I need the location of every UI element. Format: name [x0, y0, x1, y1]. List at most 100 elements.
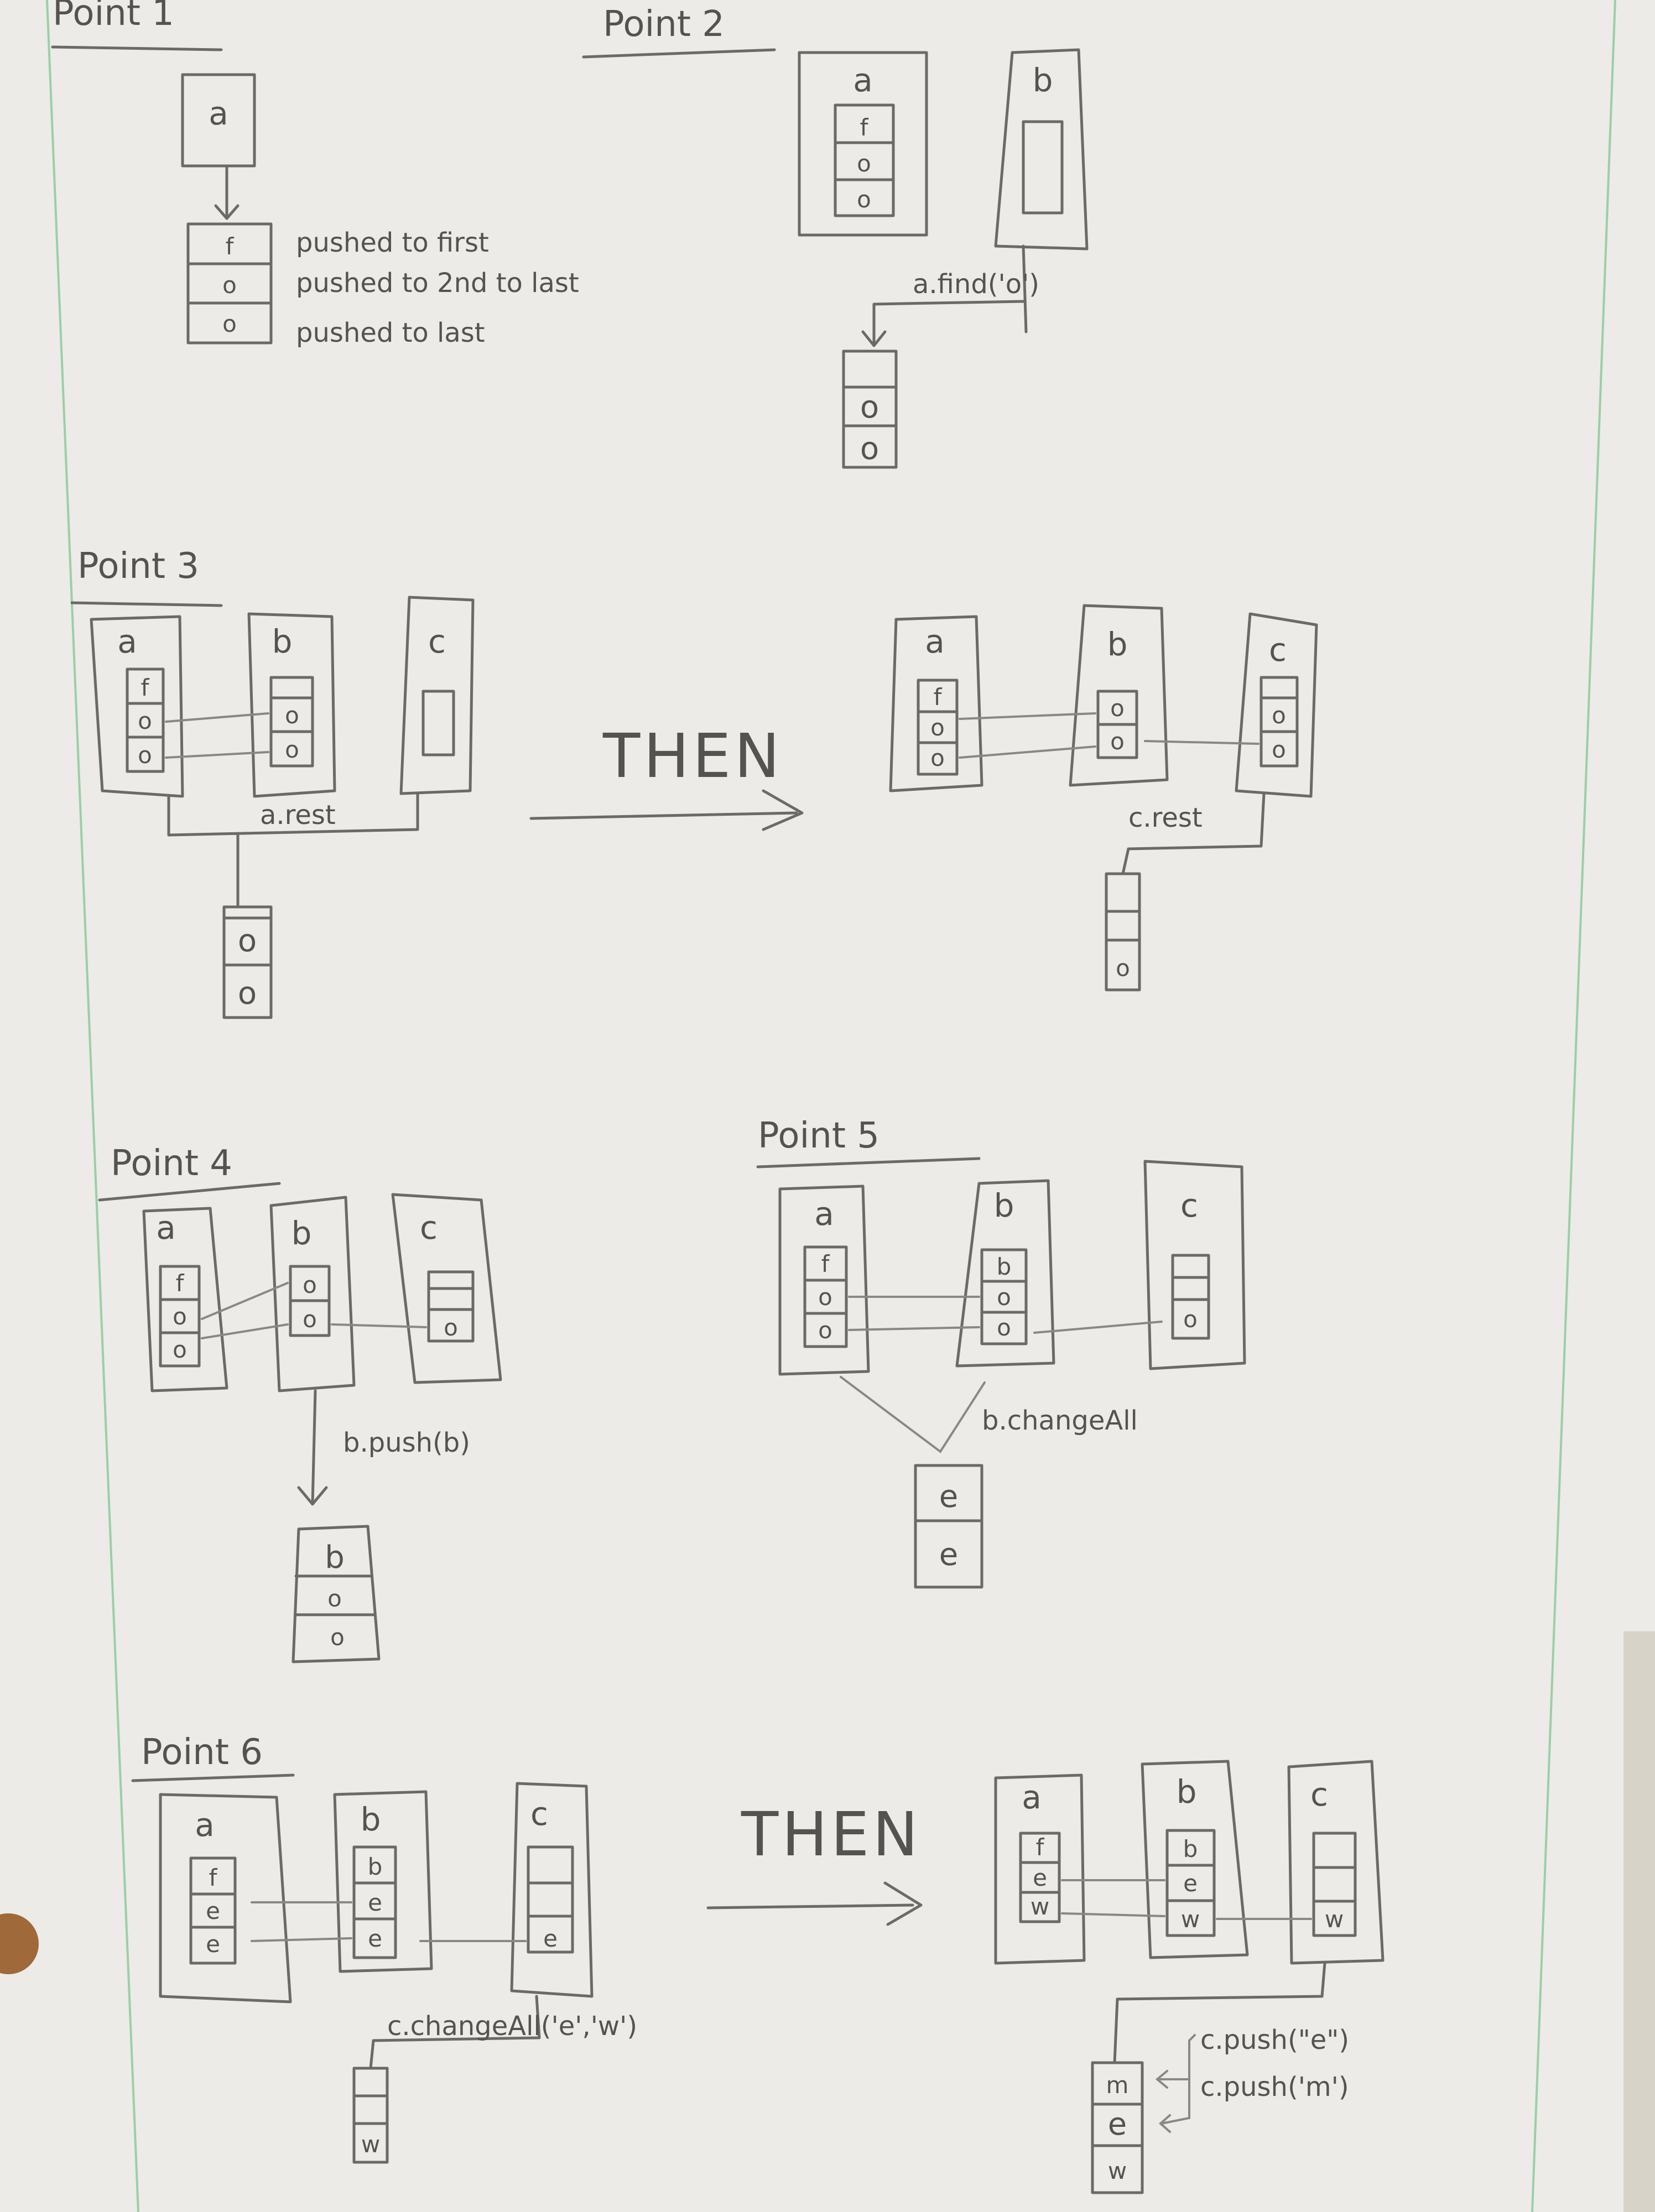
- array-box: [1312, 1832, 1357, 1937]
- reference-arrow: [1144, 740, 1260, 745]
- cell-value: b: [997, 1253, 1012, 1280]
- object-a-box: [181, 73, 256, 168]
- cell-value: o: [173, 1303, 187, 1330]
- annotation: pushed to first: [296, 227, 489, 258]
- point-3-underline: [70, 601, 223, 607]
- object-c-box: [399, 596, 475, 795]
- call-label: b.push(b): [343, 1427, 470, 1458]
- cell-value: o: [303, 1306, 317, 1333]
- reference-arrow: [201, 1323, 289, 1339]
- object-c-box: [1143, 1160, 1246, 1370]
- call-label: b.changeAll: [982, 1405, 1138, 1436]
- cell-value: o: [238, 923, 257, 959]
- reference-arrow: [201, 1282, 289, 1320]
- point-4-section: Point 4 a f o o b o o c o b.push(b) b o …: [98, 1143, 502, 1663]
- cell-value: e: [368, 1925, 382, 1952]
- call-label: c.changeAll('e','w'): [387, 2011, 637, 2042]
- cell-value: f: [209, 1864, 218, 1891]
- arrow-head: [214, 204, 240, 220]
- cell-value: o: [997, 1314, 1011, 1341]
- call-connector: [872, 244, 1028, 347]
- call-label: a.rest: [260, 800, 336, 831]
- annotation: pushed to 2nd to last: [296, 268, 579, 299]
- object-b-label: b: [292, 1214, 312, 1252]
- cell-value: o: [285, 702, 299, 729]
- reference-arrow: [1033, 1321, 1163, 1334]
- cell-value: o: [238, 975, 257, 1011]
- cell-value: e: [1183, 1870, 1198, 1897]
- result-array-box: [1091, 2061, 1144, 2194]
- then-label: THEN: [602, 721, 783, 791]
- arrow-head: [861, 330, 887, 347]
- object-a-box: [90, 615, 184, 798]
- object-c-box: [510, 1782, 594, 1998]
- array-box: [352, 1845, 397, 1959]
- object-c-label: c: [530, 1795, 548, 1833]
- object-b-label: b: [1177, 1773, 1197, 1811]
- point-4-underline: [98, 1182, 281, 1202]
- reference-arrow: [165, 751, 269, 759]
- result-array-box: [352, 2067, 389, 2164]
- then-label: THEN: [741, 1799, 922, 1870]
- cell-value: o: [1272, 736, 1286, 763]
- cell-value: o: [997, 1284, 1011, 1311]
- object-c-label: c: [1310, 1776, 1328, 1813]
- cell-value: o: [818, 1317, 832, 1344]
- object-a-label: a: [117, 623, 137, 660]
- cell-value: w: [361, 2131, 380, 2158]
- cell-value: f: [141, 674, 150, 701]
- cell-value: o: [1116, 954, 1130, 982]
- array-box: [917, 679, 959, 776]
- cell-value: e: [1108, 2106, 1127, 2142]
- cell-value: e: [368, 1889, 382, 1916]
- point-4-title: Point 4: [111, 1143, 232, 1184]
- push-brace-arrows: [1155, 2034, 1196, 2133]
- reference-arrow: [165, 712, 269, 723]
- array-box: [427, 1270, 475, 1343]
- point-5-section: Point 5 a f o o b b o o c o b.changeAll …: [756, 1115, 1246, 1589]
- point-2-underline: [582, 48, 776, 59]
- cell-value: w: [1108, 2157, 1127, 2184]
- object-a-label: a: [853, 61, 873, 99]
- object-b-box: [1069, 604, 1169, 787]
- object-c-label: c: [428, 623, 446, 660]
- point-6-title: Point 6: [141, 1732, 263, 1773]
- cell-value: o: [138, 742, 152, 769]
- cell-value: o: [222, 310, 237, 337]
- object-c-box: [1287, 1760, 1385, 1965]
- call-label: c.rest: [1128, 802, 1203, 833]
- cell-value: o: [860, 389, 879, 425]
- result-array-box: [842, 349, 898, 469]
- object-a-box: [889, 615, 983, 792]
- reference-arrow: [251, 1937, 352, 1942]
- array-box: [126, 667, 165, 773]
- object-b-label: b: [272, 623, 293, 660]
- call-connector: [167, 792, 419, 909]
- cell-value: e: [1033, 1864, 1047, 1891]
- point-6-section: Point 6 a f e e b b e e c e c.changeAll(…: [131, 1732, 1385, 2194]
- annotation: pushed to last: [296, 317, 485, 348]
- cell-value: o: [857, 150, 871, 177]
- cell-value: o: [330, 1624, 345, 1651]
- cell-value: b: [368, 1853, 383, 1880]
- object-a-label: a: [195, 1806, 215, 1844]
- object-a-box: [778, 1185, 870, 1376]
- object-b-box: [1141, 1760, 1249, 1959]
- cell-value: f: [821, 1250, 830, 1277]
- point-6-underline: [131, 1773, 295, 1782]
- cell-value: w: [1325, 1906, 1344, 1933]
- point-2-section: Point 2 a f o o b a.find('o') o o: [582, 4, 1089, 469]
- array-box: [159, 1265, 201, 1368]
- reference-arrow: [331, 1323, 427, 1328]
- point-5-title: Point 5: [758, 1115, 879, 1156]
- then-arrow: [529, 789, 804, 831]
- object-a-label: a: [925, 623, 945, 660]
- paper-edge-shadow: [1623, 1631, 1655, 2212]
- array-box: [1260, 676, 1299, 768]
- object-b-label: b: [1033, 61, 1053, 99]
- cell-value: b: [1183, 1835, 1198, 1863]
- object-a-label: a: [1022, 1778, 1042, 1816]
- right-margin-line: [1531, 0, 1616, 2212]
- punch-hole: [0, 1913, 39, 1974]
